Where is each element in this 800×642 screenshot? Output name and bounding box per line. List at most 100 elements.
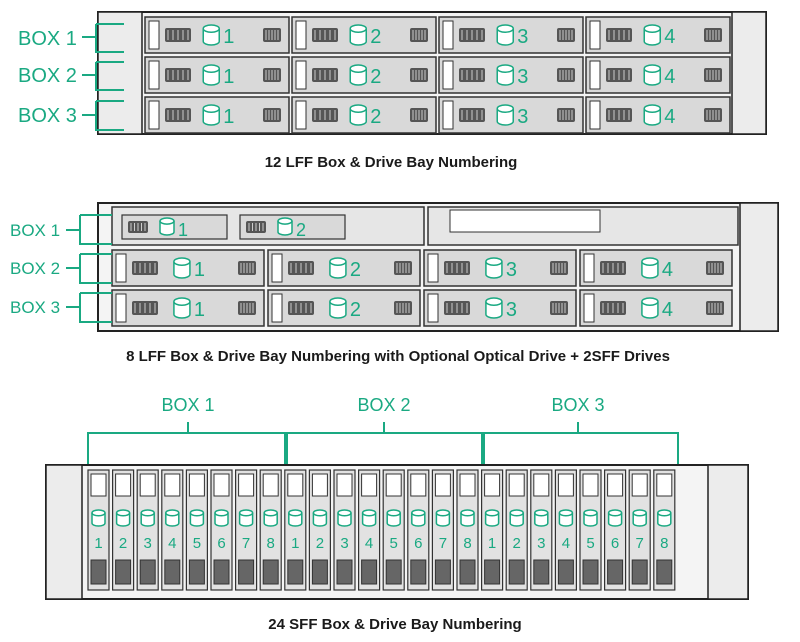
sff-drive-carrier: 3 bbox=[530, 469, 553, 591]
drive-bay-number: 3 bbox=[506, 299, 517, 321]
drive-bay-number: 3 bbox=[144, 535, 152, 552]
drive-latch bbox=[589, 60, 601, 90]
vent-grille bbox=[115, 559, 132, 585]
drive-bay-number: 1 bbox=[223, 106, 234, 128]
drive-bay-icon bbox=[337, 509, 352, 527]
drive-latch bbox=[361, 473, 378, 497]
drive-bay-icon bbox=[386, 509, 401, 527]
drive-latch bbox=[442, 60, 454, 90]
drive-bay-number: 1 bbox=[94, 535, 102, 552]
lff-drive-carrier: 2 bbox=[267, 249, 421, 287]
vent-grille bbox=[361, 559, 378, 585]
drive-latch bbox=[148, 20, 160, 50]
drive-bay-icon bbox=[583, 509, 598, 527]
vent-grille bbox=[557, 559, 574, 585]
drive-latch bbox=[148, 100, 160, 130]
box-2-label: BOX 2 bbox=[18, 65, 77, 87]
drive-latch bbox=[583, 253, 595, 283]
sff-drive-carrier: 8 bbox=[456, 469, 479, 591]
drive-bay-number: 4 bbox=[562, 535, 570, 552]
left-ear-24sff bbox=[45, 464, 83, 600]
drive-latch bbox=[533, 473, 550, 497]
lff-drive-carrier: 3 bbox=[438, 96, 584, 134]
drive-bay-icon bbox=[202, 64, 220, 86]
drive-bay-number: 4 bbox=[662, 299, 673, 321]
sff-drive-carrier: 3 bbox=[136, 469, 159, 591]
drive-bay-icon bbox=[643, 64, 661, 86]
sff-drive-carrier: 6 bbox=[407, 469, 430, 591]
sff-drive-carrier: 5 bbox=[382, 469, 405, 591]
drive-latch bbox=[271, 293, 283, 323]
right-control-panel-24sff bbox=[707, 464, 749, 600]
lff-drive-carrier: 4 bbox=[579, 289, 733, 327]
drive-latch bbox=[508, 473, 525, 497]
lff-drive-carrier: 4 bbox=[585, 96, 731, 134]
drive-latch bbox=[656, 473, 673, 497]
drive-bay-icon bbox=[173, 257, 191, 279]
vent-grille bbox=[287, 559, 304, 585]
sff-drive-carrier: 4 bbox=[358, 469, 381, 591]
lff-drive-carrier: 1 bbox=[144, 56, 290, 94]
drive-latch bbox=[336, 473, 353, 497]
drive-bay-icon bbox=[641, 297, 659, 319]
drive-bay-icon bbox=[173, 297, 191, 319]
drive-latch bbox=[164, 473, 181, 497]
drive-latch bbox=[385, 473, 402, 497]
sff-drive-carrier: 3 bbox=[333, 469, 356, 591]
drive-latch bbox=[271, 253, 283, 283]
sff-drive-carrier: 6 bbox=[210, 469, 233, 591]
drive-bay-icon bbox=[496, 64, 514, 86]
sff-drive-carrier: 4 bbox=[161, 469, 184, 591]
box-2-bracket bbox=[286, 422, 483, 470]
vent-grille bbox=[459, 559, 476, 585]
drive-bay-number: 2 bbox=[350, 299, 361, 321]
drive-bay-number: 2 bbox=[296, 220, 306, 240]
drive-latch bbox=[311, 473, 328, 497]
drive-bay-number: 1 bbox=[178, 220, 188, 240]
drive-bay-number: 4 bbox=[168, 535, 176, 552]
drive-bay-number: 2 bbox=[350, 259, 361, 281]
drive-bay-number: 3 bbox=[537, 535, 545, 552]
drive-bay-number: 2 bbox=[370, 26, 381, 48]
drive-bay-number: 5 bbox=[193, 535, 201, 552]
vent-grille bbox=[656, 559, 673, 585]
box-1-bracket bbox=[82, 23, 124, 53]
vent-grille bbox=[484, 559, 501, 585]
drive-bay-number: 1 bbox=[194, 299, 205, 321]
sff-drive-carrier: 7 bbox=[235, 469, 258, 591]
drive-bay-number: 6 bbox=[414, 535, 422, 552]
drive-bay-icon bbox=[189, 509, 205, 527]
drive-latch bbox=[427, 253, 439, 283]
drive-bay-icon bbox=[329, 257, 347, 279]
lff-drive-carrier: 4 bbox=[585, 16, 731, 54]
drive-latch bbox=[287, 473, 304, 497]
drive-bay-icon bbox=[496, 24, 514, 46]
sff-drive-carrier: 2 bbox=[239, 214, 346, 240]
vent-grille bbox=[631, 559, 648, 585]
right-control-panel-12lff bbox=[731, 11, 767, 135]
sff-drive-carrier: 7 bbox=[628, 469, 651, 591]
box-1-label: BOX 1 bbox=[18, 28, 77, 50]
drive-latch bbox=[262, 473, 279, 497]
drive-bay-number: 8 bbox=[267, 535, 275, 552]
box-3-label: BOX 3 bbox=[10, 298, 60, 317]
drive-bay-number: 2 bbox=[316, 535, 324, 552]
drive-bay-number: 4 bbox=[664, 26, 675, 48]
drive-bay-icon bbox=[361, 509, 377, 527]
lff-drive-carrier: 1 bbox=[144, 96, 290, 134]
drive-latch bbox=[295, 20, 307, 50]
vent-grille bbox=[238, 559, 255, 585]
drive-latch bbox=[434, 473, 451, 497]
box-1-label: BOX 1 bbox=[10, 221, 60, 240]
lff-drive-carrier: 4 bbox=[579, 249, 733, 287]
drive-latch bbox=[589, 100, 601, 130]
drive-bay-icon bbox=[349, 24, 367, 46]
drive-latch bbox=[427, 293, 439, 323]
drive-bay-icon bbox=[485, 257, 503, 279]
drive-bay-icon bbox=[643, 24, 661, 46]
drive-bay-number: 5 bbox=[390, 535, 398, 552]
drive-latch bbox=[295, 60, 307, 90]
